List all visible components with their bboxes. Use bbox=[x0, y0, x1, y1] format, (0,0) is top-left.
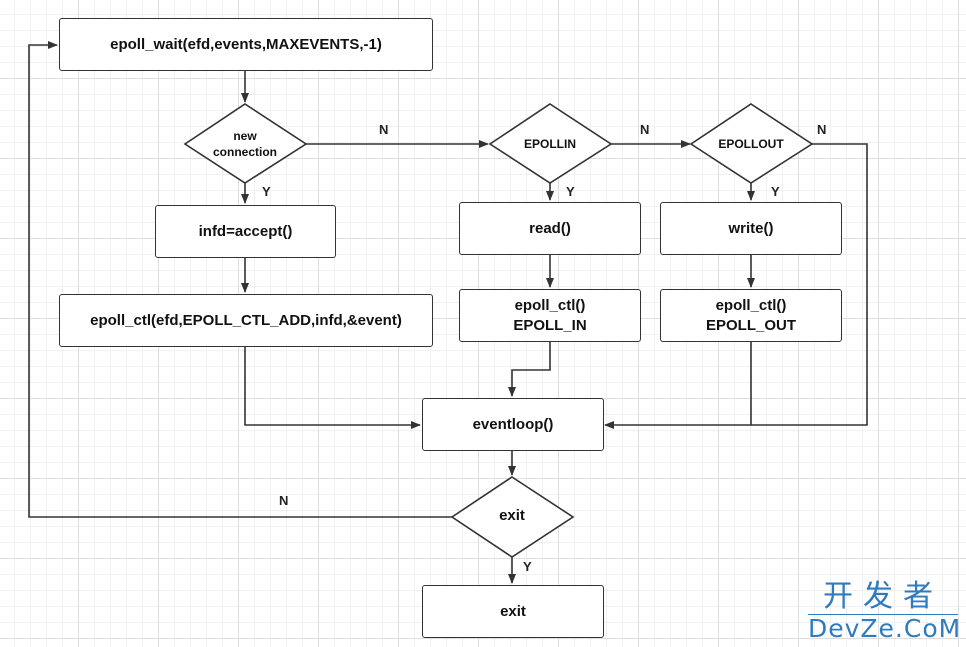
flag-epollout-yes: Y bbox=[771, 184, 780, 199]
epoll-ctl-add-box: epoll_ctl(efd,EPOLL_CTL_ADD,infd,&event) bbox=[59, 294, 433, 347]
read-label: read() bbox=[529, 219, 571, 237]
epoll-ctl-add-label: epoll_ctl(efd,EPOLL_CTL_ADD,infd,&event) bbox=[90, 311, 402, 329]
accept-box: infd=accept() bbox=[155, 205, 336, 258]
flag-epollin-no: N bbox=[640, 122, 650, 137]
edge-ctlin-to-eventloop bbox=[508, 342, 551, 397]
edge-ctlout-to-eventloop bbox=[604, 342, 752, 429]
read-box: read() bbox=[459, 202, 641, 255]
accept-label: infd=accept() bbox=[198, 222, 293, 240]
eventloop-label: eventloop() bbox=[472, 415, 554, 433]
epoll-wait-label: epoll_wait(efd,events,MAXEVENTS,-1) bbox=[110, 35, 382, 53]
epoll-ctl-out-box: epoll_ctl() EPOLL_OUT bbox=[660, 289, 842, 342]
eventloop-box: eventloop() bbox=[422, 398, 604, 451]
exit-end-box: exit bbox=[422, 585, 604, 638]
epoll-ctl-in-box: epoll_ctl() EPOLL_IN bbox=[459, 289, 641, 342]
watermark-chinese: 开发者 bbox=[823, 579, 943, 614]
edge-epollout-no-to-eventloop bbox=[751, 143, 868, 426]
decision-exit-shape bbox=[450, 476, 575, 558]
exit-end-label: exit bbox=[500, 602, 526, 620]
decision-exit-label: exit bbox=[499, 507, 525, 524]
flag-epollout-no: N bbox=[817, 122, 827, 137]
epoll-ctl-out-label: epoll_ctl() EPOLL_OUT bbox=[705, 296, 796, 334]
flag-epollin-yes: Y bbox=[566, 184, 575, 199]
flag-exit-no: N bbox=[279, 493, 289, 508]
flag-exit-yes: Y bbox=[523, 559, 532, 574]
edge-ctladd-to-eventloop bbox=[244, 347, 421, 429]
write-label: write() bbox=[728, 219, 774, 237]
flag-newconn-no: N bbox=[379, 122, 389, 137]
epoll-ctl-in-label: epoll_ctl() EPOLL_IN bbox=[513, 296, 587, 334]
edge-exit-loop-back bbox=[28, 41, 452, 518]
decision-epollin-shape bbox=[488, 103, 613, 184]
decision-epollout-label: EPOLLOUT bbox=[718, 137, 784, 151]
watermark-logo: 开发者 DevZe.CoM bbox=[808, 579, 962, 643]
watermark-latin: DevZe.CoM bbox=[808, 614, 962, 643]
flag-newconn-yes: Y bbox=[262, 184, 271, 199]
epoll-wait-box: epoll_wait(efd,events,MAXEVENTS,-1) bbox=[59, 18, 433, 71]
decision-epollin-label: EPOLLIN bbox=[523, 137, 576, 151]
decision-new-connection-shape bbox=[183, 103, 308, 184]
decision-new-connection-label: new connection bbox=[212, 129, 277, 159]
decision-epollout-shape bbox=[689, 103, 814, 184]
write-box: write() bbox=[660, 202, 842, 255]
